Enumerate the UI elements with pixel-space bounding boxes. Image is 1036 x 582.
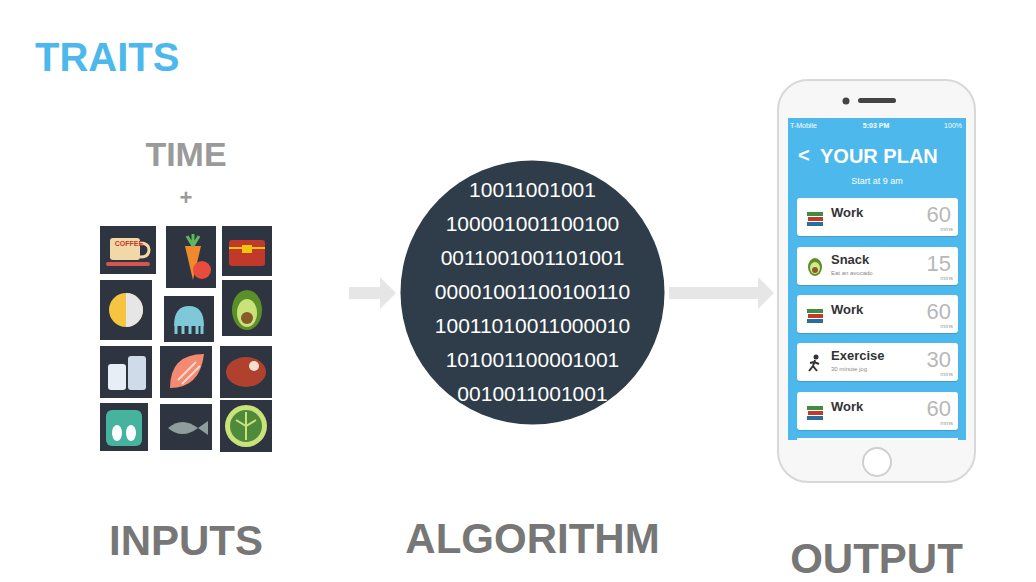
section-heading: ALGORITHM xyxy=(332,515,733,563)
arrow-head xyxy=(380,277,396,309)
phone-screen-node: T-Mobile5:03 PM100% <YOUR PLAN Start at 9 … xyxy=(778,80,975,570)
icon-caption: COFFEE xyxy=(104,240,154,248)
runner-shape xyxy=(814,355,819,360)
plan-card: Work60mins xyxy=(797,295,958,333)
input-icons xyxy=(100,226,272,452)
phone-speaker xyxy=(858,98,896,103)
diagram-title: TRAITS xyxy=(35,34,179,80)
binary-line: 101001100001001 xyxy=(400,348,665,372)
plus-sign: + xyxy=(36,185,336,210)
status-time: 5:03 PM xyxy=(836,122,916,130)
task-name: Work xyxy=(831,303,911,318)
plan-card: SnackEat an avocado15mins xyxy=(797,247,958,285)
task-icon xyxy=(805,402,825,422)
section-heading: INPUTS xyxy=(36,517,336,565)
task-icon xyxy=(805,208,825,228)
circle-fill xyxy=(401,161,665,425)
binary-line: 0010011001001 xyxy=(400,382,665,406)
screen-subtitle: Start at 9 am xyxy=(788,176,966,186)
binary-line: 100001001100100 xyxy=(400,212,665,236)
arrow-head xyxy=(758,277,774,309)
task-name: Exercise xyxy=(831,349,911,364)
flow-arrow xyxy=(349,277,396,309)
minutes-unit: mins xyxy=(897,226,953,233)
binary-line: 10011001001 xyxy=(400,178,665,202)
home-button xyxy=(863,448,891,476)
plan-card: Work60mins xyxy=(797,392,958,430)
arrow-shaft xyxy=(669,287,760,299)
task-note: 30 minute jog xyxy=(831,366,911,373)
phone-body xyxy=(778,80,975,482)
book-shape xyxy=(807,416,823,420)
task-name: Work xyxy=(831,400,911,415)
minutes-unit: mins xyxy=(897,323,953,330)
book-shape xyxy=(807,212,823,216)
task-minutes: 60 xyxy=(897,299,951,324)
avocado-shape xyxy=(812,267,818,273)
flow-arrow xyxy=(669,277,774,309)
task-minutes: 60 xyxy=(897,202,951,227)
algorithm-circle: 10011001001 100001001100100 00110010011010… xyxy=(400,160,665,560)
task-note: Eat an avocado xyxy=(831,270,911,277)
book-shape xyxy=(807,222,823,226)
binary-line: 00001001100100110 xyxy=(400,280,665,304)
book-shape xyxy=(808,217,823,221)
book-shape xyxy=(807,406,823,410)
task-icon xyxy=(805,305,825,325)
book-shape xyxy=(807,309,823,313)
avocado-shape xyxy=(808,258,822,276)
book-shape xyxy=(808,411,823,415)
phone-camera xyxy=(843,98,850,105)
back-chevron: < xyxy=(798,144,818,167)
arrow-shaft xyxy=(349,287,382,299)
task-minutes: 15 xyxy=(897,251,951,276)
task-icon xyxy=(805,353,825,373)
plan-card: Work60mins xyxy=(797,198,958,236)
binary-line: 0011001001101001 xyxy=(400,246,665,270)
book-shape xyxy=(807,319,823,323)
minutes-unit: mins xyxy=(897,275,953,282)
status-battery: 100% xyxy=(908,122,962,130)
minutes-unit: mins xyxy=(897,420,953,427)
runner-shape xyxy=(809,360,819,371)
section-heading: OUTPUT xyxy=(728,535,1025,582)
book-shape xyxy=(808,314,823,318)
plan-card: Exercise 30 minute jog30mins xyxy=(797,343,958,381)
binary-line: 10011010011000010 xyxy=(400,314,665,338)
avocado-shape xyxy=(810,262,820,274)
status-carrier: T-Mobile xyxy=(790,122,850,130)
task-minutes: 30 xyxy=(897,347,951,372)
task-name: Snack xyxy=(831,253,911,268)
screen-title: YOUR PLAN xyxy=(820,145,970,168)
cut-card xyxy=(797,438,958,440)
time-label: TIME xyxy=(36,135,336,174)
task-name: Work xyxy=(831,206,911,221)
minutes-unit: mins xyxy=(897,371,953,378)
task-icon xyxy=(805,257,825,277)
input-group: TIME+INPUTS xyxy=(95,125,345,560)
task-minutes: 60 xyxy=(897,396,951,421)
